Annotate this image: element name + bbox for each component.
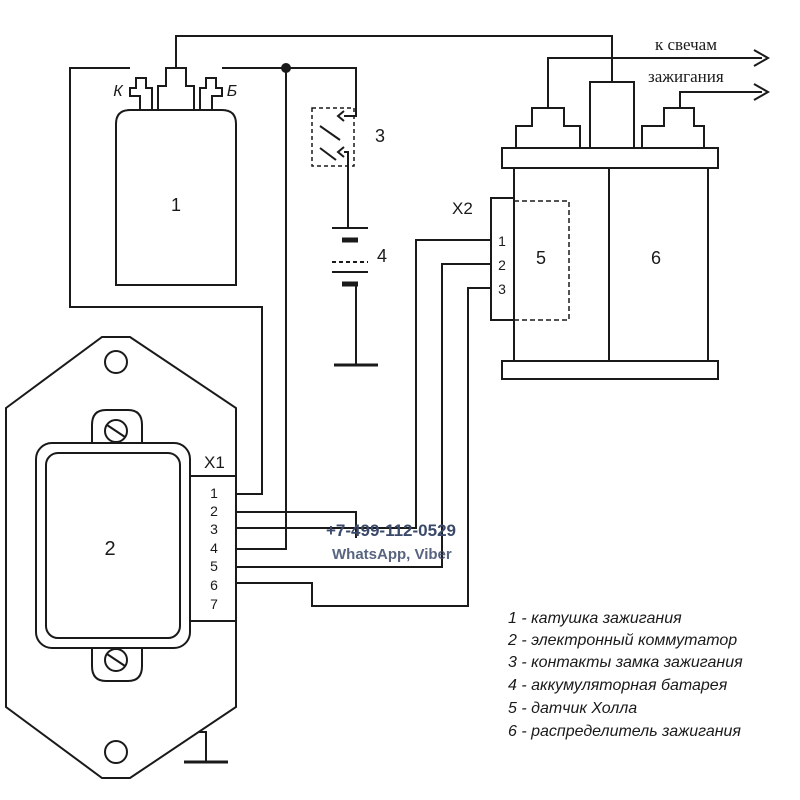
wire-x1-pin3-to-x2-pin1	[236, 239, 491, 529]
arrows	[753, 49, 771, 101]
ignition-coil	[115, 67, 237, 286]
x2-pin-3: 3	[498, 281, 506, 297]
wire-coil-k-to-x1-pin1	[69, 67, 263, 495]
wire-x1-pin5-to-x2-pin2	[236, 263, 491, 568]
legend: 1 - катушка зажигания 2 - электронный ко…	[507, 610, 743, 740]
switch-lever-2	[319, 147, 337, 161]
switch-dashed-box	[311, 107, 355, 167]
x2-pin-1: 1	[498, 233, 506, 249]
wire-to-spark-plugs-1	[547, 57, 762, 108]
to-spark-plugs-line2: зажигания	[648, 67, 724, 86]
switch-contact-top	[336, 100, 357, 122]
arrow-head-2	[753, 83, 771, 101]
ignition-switch	[311, 100, 357, 167]
x1-pin-labels: 1 2 3 4 5 6 7	[210, 485, 218, 612]
connector-x2-label: X2	[452, 199, 473, 218]
x1-pin-2: 2	[210, 503, 218, 519]
mount-hole-top	[104, 350, 128, 374]
legend-item-1: 1 - катушка зажигания	[508, 610, 682, 627]
screw-bottom-slot	[106, 653, 126, 667]
coil-terminal-k-shape	[129, 77, 153, 111]
distributor-cap-band	[501, 147, 719, 169]
x1-pin-3: 3	[210, 521, 218, 537]
coil-body	[115, 109, 237, 286]
hall-sensor-number: 5	[536, 248, 546, 268]
x1-pin-7: 7	[210, 596, 218, 612]
distributor	[490, 81, 719, 380]
coil-terminal-k-label: К	[113, 83, 124, 100]
screws	[104, 419, 128, 672]
coil-terminal-b-shape	[199, 77, 223, 111]
wire-to-spark-plugs-2	[679, 91, 762, 108]
distributor-body	[513, 167, 709, 362]
wire-coil-b-to-junction	[222, 67, 357, 100]
commutator	[5, 336, 237, 779]
x1-connector	[189, 475, 237, 622]
legend-item-3: 3 - контакты замка зажигания	[508, 654, 743, 671]
x1-pin-1: 1	[210, 485, 218, 501]
legend-item-2: 2 - электронный коммутатор	[507, 632, 737, 649]
watermark-apps: WhatsApp, Viber	[332, 546, 452, 563]
distributor-terminal-left	[515, 107, 581, 149]
hall-sensor-dashed	[513, 200, 570, 321]
battery-number: 4	[377, 246, 387, 266]
junction-dot	[281, 63, 291, 73]
connector-x1-label: X1	[204, 453, 225, 472]
wire-x1-pin6-to-x2-pin3	[236, 287, 491, 607]
coil-terminal-b-label: Б	[227, 83, 237, 100]
legend-item-5: 5 - датчик Холла	[508, 700, 637, 717]
x1-pin-6: 6	[210, 577, 218, 593]
legend-item-6: 6 - распределитель зажигания	[508, 723, 741, 740]
mount-hole-bottom	[104, 740, 128, 764]
watermark-phone: +7-499-112-0529	[326, 521, 456, 540]
switch-number: 3	[375, 126, 385, 146]
arrow-head-1	[753, 49, 771, 67]
screw-top-slot	[106, 424, 126, 438]
legend-item-4: 4 - аккумуляторная батарея	[508, 677, 728, 694]
wire-junction-to-x1-pin4	[236, 68, 287, 550]
coil-number: 1	[171, 195, 181, 215]
x2-pin-2: 2	[498, 257, 506, 273]
wire-x1-pin2	[236, 511, 357, 538]
distributor-terminal-center	[589, 81, 635, 149]
distributor-terminal-right	[641, 107, 705, 149]
distributor-base	[501, 360, 719, 380]
switch-contact-bottom	[336, 146, 349, 165]
to-spark-plugs-line1: к свечам	[655, 35, 717, 54]
commutator-inner	[45, 452, 181, 639]
x1-pin-5: 5	[210, 558, 218, 574]
wire-hv-coil-to-distributor	[175, 35, 613, 82]
coil-center-post	[157, 67, 195, 111]
commutator-number: 2	[104, 538, 115, 560]
switch-lever	[319, 125, 341, 141]
battery	[332, 227, 378, 367]
distributor-number: 6	[651, 248, 661, 268]
x1-pin-4: 4	[210, 540, 218, 556]
